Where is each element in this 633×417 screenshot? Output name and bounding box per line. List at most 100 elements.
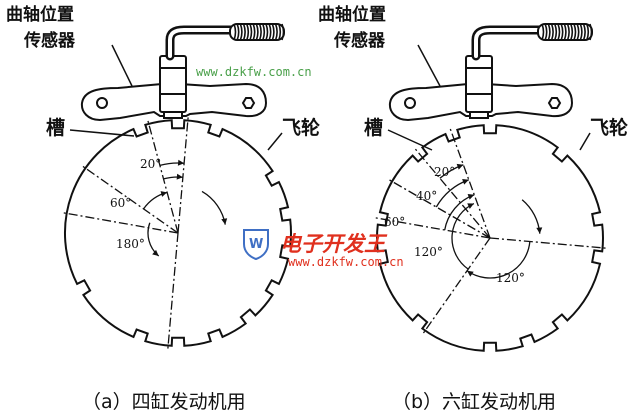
- right-angle-arcs: [435, 163, 543, 279]
- right-figure: 曲轴位置 传感器 槽 飞轮 20° 40° 60° 120° 120° （b）六…: [318, 4, 628, 413]
- right-angle-40: 40°: [416, 189, 437, 203]
- left-flywheel-label: 飞轮: [282, 116, 320, 139]
- grip-coil-turn: [242, 23, 246, 41]
- grip-coil-turn: [249, 23, 253, 41]
- grip-coil-turn: [541, 23, 545, 41]
- grip-coil-turn: [236, 23, 240, 41]
- left-flywheel-leader: [267, 132, 283, 151]
- right-caption: （b）六缸发动机用: [392, 391, 556, 413]
- left-ref-line-0: [146, 117, 179, 234]
- right-angle-120-left: 120°: [414, 245, 443, 259]
- right-slot-label: 槽: [364, 116, 383, 139]
- right-angle-20: 20°: [434, 165, 455, 179]
- grip-coil-turn: [573, 23, 577, 41]
- grip-coil-turn: [258, 23, 262, 41]
- left-reference-lines: [60, 114, 190, 352]
- grip-coil-turn: [268, 23, 272, 41]
- grip-coil-turn: [589, 23, 593, 41]
- right-grip-coil: [541, 23, 593, 41]
- left-ref-line-slot: [60, 211, 179, 234]
- right-sensor-label-line1: 曲轴位置: [318, 4, 386, 25]
- left-rotation-arrow-head: [221, 218, 228, 225]
- grip-coil-turn: [239, 23, 243, 41]
- right-reference-lines: [372, 125, 609, 336]
- right-flywheel: [376, 124, 604, 352]
- left-grip-coil: [233, 23, 285, 41]
- left-angle-20: 20°: [140, 157, 161, 171]
- grip-coil-turn: [547, 23, 551, 41]
- right-arc-60: [444, 194, 475, 231]
- watermark: www.dzkfw.com.cn W 电子开发王 www.dzkfw.com.c…: [196, 65, 404, 269]
- right-sensor-leader: [417, 44, 441, 87]
- right-arc-20-head: [456, 163, 464, 170]
- left-slot-label: 槽: [46, 116, 65, 139]
- right-flywheel-leader: [579, 132, 591, 151]
- left-angle-arcs: [143, 159, 228, 257]
- right-ref-line-20: [448, 125, 491, 239]
- right-arc-120-right-head: [467, 270, 474, 277]
- left-ref-line-20: [177, 114, 190, 234]
- left-arc-180: [147, 222, 160, 257]
- left-sensor-label-line1: 曲轴位置: [6, 4, 74, 25]
- grip-coil-turn: [582, 23, 586, 41]
- grip-coil-turn: [544, 23, 548, 41]
- grip-coil-turn: [557, 23, 561, 41]
- watermark-url-bottom: www.dzkfw.com.cn: [288, 255, 404, 269]
- left-slot-leader: [69, 129, 135, 137]
- right-rotation-arrow-head: [536, 227, 543, 234]
- svg-text:W: W: [249, 237, 263, 252]
- right-ref-line-40: [386, 177, 491, 239]
- grip-coil-turn: [560, 23, 564, 41]
- grip-coil-turn: [252, 23, 256, 41]
- right-arc-40-head: [462, 178, 469, 185]
- grip-coil-turn: [550, 23, 554, 41]
- right-sensor-label-line2: 传感器: [333, 30, 386, 51]
- left-sensor-leader: [111, 44, 133, 87]
- grip-coil-turn: [262, 23, 266, 41]
- right-arc-120-left: [451, 202, 475, 270]
- grip-coil-turn: [554, 23, 558, 41]
- left-flywheel: [63, 119, 292, 347]
- left-ref-line-60: [80, 164, 179, 234]
- watermark-url-top: www.dzkfw.com.cn: [196, 65, 312, 79]
- right-ref-line-120b: [421, 237, 491, 336]
- right-arc-120-left-head: [467, 203, 474, 209]
- left-arc-20-head: [177, 159, 185, 166]
- left-angle-180: 180°: [116, 237, 145, 251]
- right-arc-60-head: [467, 194, 475, 200]
- left-arc-20b-head: [176, 173, 183, 180]
- right-flywheel-label: 飞轮: [590, 116, 628, 139]
- right-ref-line-60: [372, 216, 491, 239]
- left-sensor-label-line2: 传感器: [23, 30, 76, 51]
- left-arc-180-head: [152, 249, 159, 256]
- left-caption: （a）四缸发动机用: [82, 391, 246, 413]
- grip-coil-turn: [281, 23, 285, 41]
- grip-coil-turn: [278, 23, 282, 41]
- right-ref-line-0: [413, 146, 491, 239]
- grip-coil-turn: [274, 23, 278, 41]
- grip-coil-turn: [246, 23, 250, 41]
- grip-coil-turn: [579, 23, 583, 41]
- right-ref-line-120a: [489, 237, 609, 250]
- left-angle-60: 60°: [110, 196, 131, 210]
- right-angle-120-right: 120°: [496, 271, 525, 285]
- grip-coil-turn: [563, 23, 567, 41]
- grip-coil-turn: [570, 23, 574, 41]
- watermark-logo-icon: W: [243, 229, 269, 261]
- grip-coil-turn: [576, 23, 580, 41]
- left-figure: 曲轴位置 传感器 槽 飞轮 20° 60° 180° （a）四缸发动机用: [6, 4, 320, 413]
- grip-coil-turn: [566, 23, 570, 41]
- grip-coil-turn: [233, 23, 237, 41]
- grip-coil-turn: [271, 23, 275, 41]
- left-arc-60-head: [160, 191, 168, 197]
- grip-coil-turn: [255, 23, 259, 41]
- watermark-brand: 电子开发王: [280, 232, 388, 256]
- right-slot-leader: [387, 129, 433, 151]
- grip-coil-turn: [265, 23, 269, 41]
- right-arc-120-right: [466, 241, 531, 279]
- right-angle-60: 60°: [384, 215, 405, 229]
- grip-coil-turn: [586, 23, 590, 41]
- left-ref-line-180: [166, 232, 179, 352]
